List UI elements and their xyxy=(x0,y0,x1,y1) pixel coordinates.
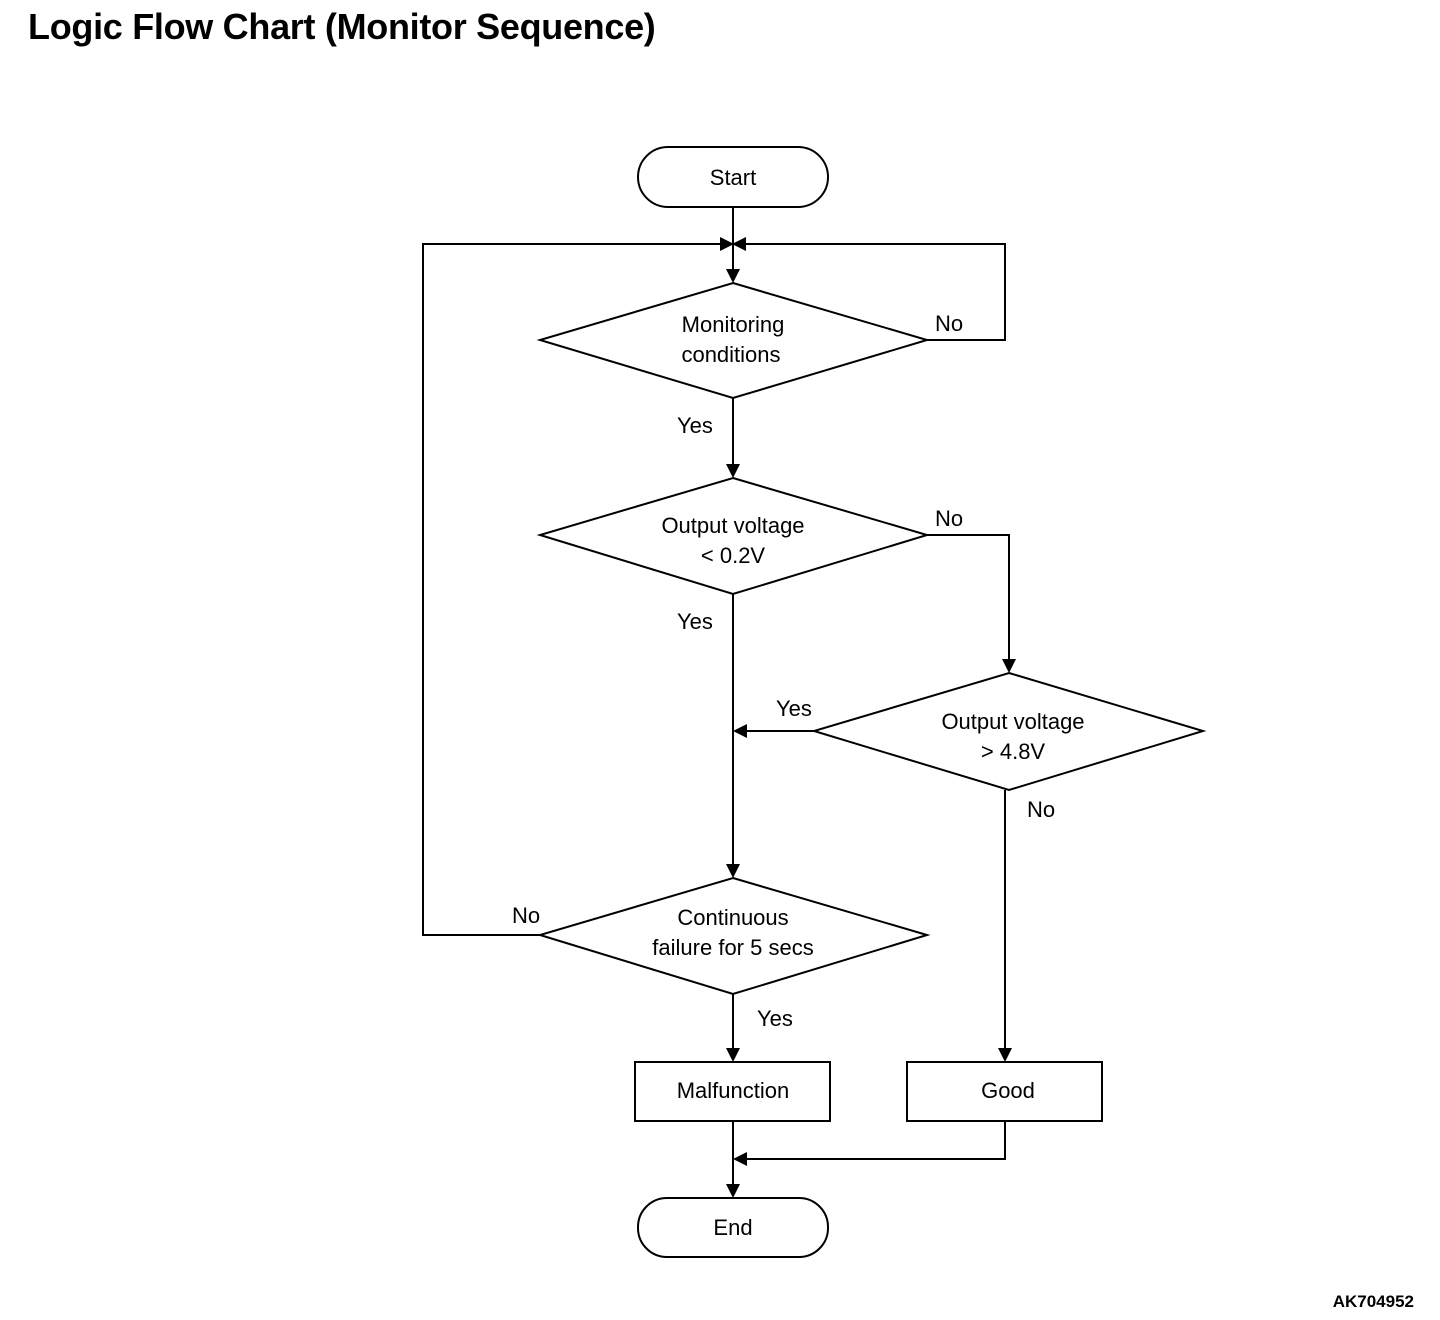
output-low-decision: Output voltage < 0.2V xyxy=(536,476,931,596)
continuous-failure-line-2: failure for 5 secs xyxy=(652,935,813,960)
arrow-into-malfunction xyxy=(726,1048,740,1062)
monitoring-conditions-line-1: Monitoring xyxy=(682,312,785,337)
continuous-no-loop-line xyxy=(422,243,721,936)
start-terminal: Start xyxy=(637,146,829,208)
arrow-into-good xyxy=(998,1048,1012,1062)
malfunction-process: Malfunction xyxy=(634,1061,831,1122)
arrow-into-output-low xyxy=(726,464,740,478)
figure-code: AK704952 xyxy=(1332,1292,1414,1311)
page-title: Logic Flow Chart (Monitor Sequence) xyxy=(28,6,656,47)
arrow-into-output-high xyxy=(1002,659,1016,673)
low-no-label: No xyxy=(935,506,963,531)
low-no-line xyxy=(927,534,1010,662)
arrow-good-join xyxy=(733,1152,747,1166)
output-low-line-1: Output voltage xyxy=(661,513,804,538)
high-no-label: No xyxy=(1027,797,1055,822)
continuous-failure-decision: Continuous failure for 5 secs xyxy=(536,876,931,996)
start-label: Start xyxy=(710,165,756,190)
continuous-failure-line-1: Continuous xyxy=(677,905,788,930)
monitoring-no-loop-line xyxy=(745,243,1006,341)
monitoring-yes-label: Yes xyxy=(677,413,713,438)
arrow-into-monitoring xyxy=(726,269,740,283)
output-high-line-2: > 4.8V xyxy=(981,739,1046,764)
malfunction-label: Malfunction xyxy=(677,1078,790,1103)
good-label: Good xyxy=(981,1078,1035,1103)
output-low-line-2: < 0.2V xyxy=(701,543,766,568)
monitoring-no-label: No xyxy=(935,311,963,336)
high-yes-label: Yes xyxy=(776,696,812,721)
monitoring-conditions-decision: Monitoring conditions xyxy=(536,281,931,400)
output-high-line-1: Output voltage xyxy=(941,709,1084,734)
arrow-into-continuous xyxy=(726,864,740,878)
continuous-no-label: No xyxy=(512,903,540,928)
arrow-right-into-merge xyxy=(720,237,734,251)
end-label: End xyxy=(713,1215,752,1240)
arrow-left-into-merge xyxy=(732,237,746,251)
connector-lines xyxy=(422,207,1010,1187)
arrow-into-end xyxy=(726,1184,740,1198)
continuous-yes-label: Yes xyxy=(757,1006,793,1031)
monitoring-conditions-line-2: conditions xyxy=(681,342,780,367)
arrow-high-yes-to-main xyxy=(733,724,747,738)
good-process: Good xyxy=(906,1061,1103,1122)
low-yes-label: Yes xyxy=(677,609,713,634)
arrowheads xyxy=(720,237,1016,1198)
end-terminal: End xyxy=(637,1197,829,1258)
output-high-decision: Output voltage > 4.8V xyxy=(810,671,1207,792)
branch-labels: No Yes No Yes Yes No No Yes xyxy=(512,311,1055,1031)
good-to-end-line xyxy=(745,1121,1006,1160)
